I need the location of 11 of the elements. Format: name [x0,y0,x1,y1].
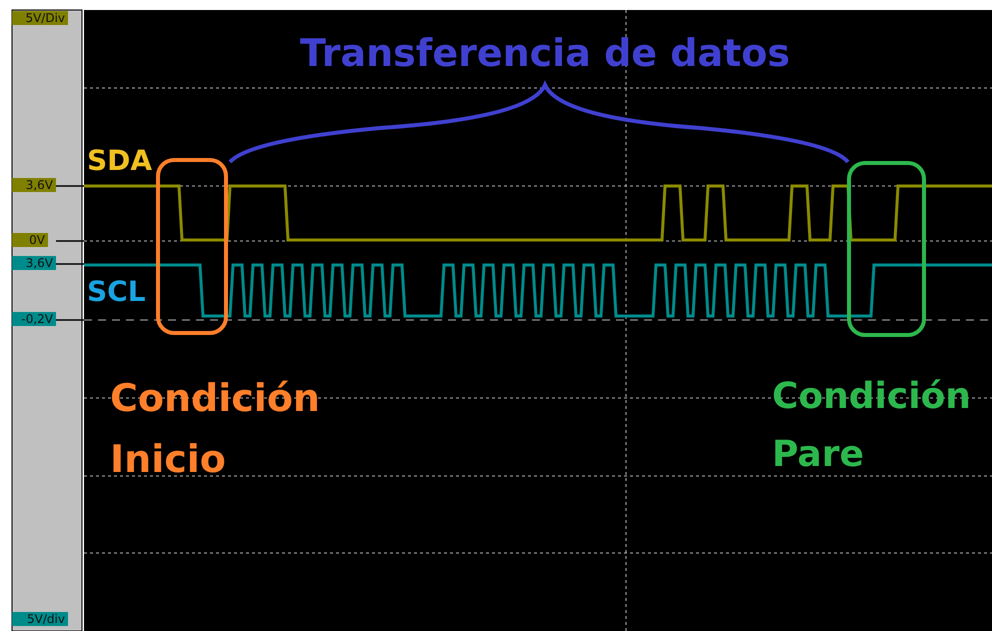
scale-label: 5V/Div [12,11,68,25]
level-label: 0V [12,233,48,247]
annotation-text: Condición Inicio [110,375,321,483]
signal-name: SCL [87,278,146,306]
level-label: 3,6V [12,256,56,270]
annotation-text: Transferencia de datos [300,34,790,72]
scale-label: 5V/div [12,612,68,626]
signal-name: SDA [87,147,152,175]
annotation-text: Condición Pare [772,375,972,477]
level-label: 3,6V [12,178,56,192]
level-label: -0,2V [12,312,56,326]
